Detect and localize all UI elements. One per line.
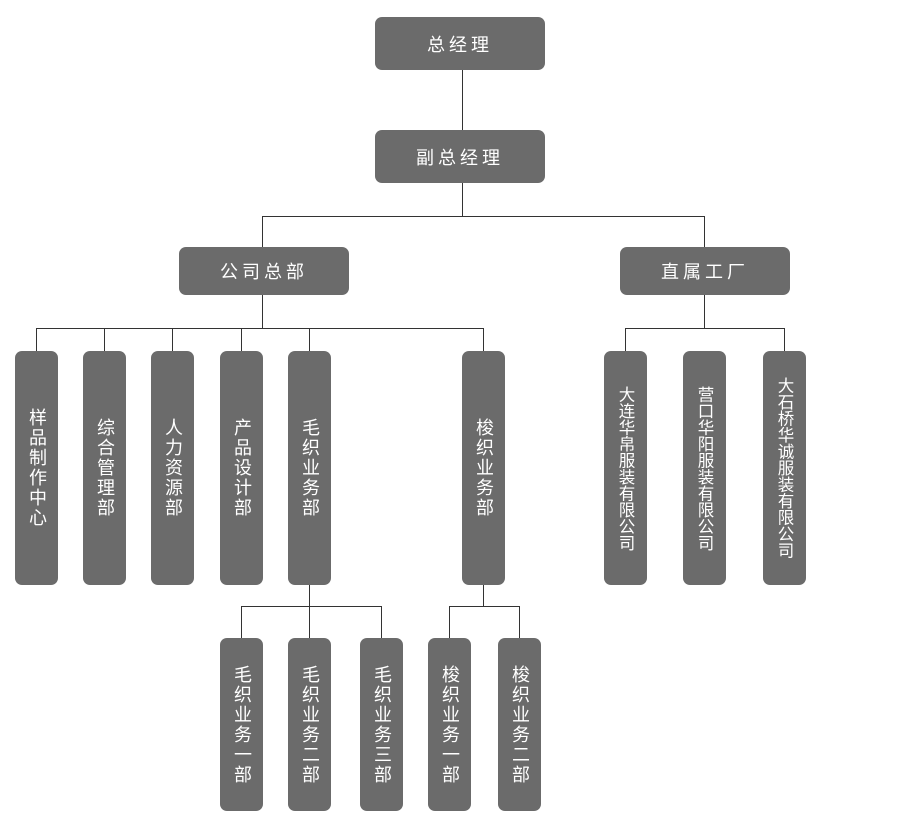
node-yingkou-huayang-company: 营口华阳服装有限公司 xyxy=(683,351,726,585)
node-company-headquarters: 公司总部 xyxy=(179,247,349,295)
node-deputy-general-manager: 副总经理 xyxy=(375,130,545,183)
node-wool-business-dept-2: 毛织业务二部 xyxy=(288,638,331,811)
node-wool-business-dept: 毛织业务部 xyxy=(288,351,331,585)
node-general-management-dept: 综合管理部 xyxy=(83,351,126,585)
node-dashiqiao-huacheng-company: 大石桥华诚服装有限公司 xyxy=(763,351,806,585)
node-human-resources-dept: 人力资源部 xyxy=(151,351,194,585)
node-direct-factories: 直属工厂 xyxy=(620,247,790,295)
node-woven-business-dept-2: 梭织业务二部 xyxy=(498,638,541,811)
node-dalian-huabo-company: 大连华帛服装有限公司 xyxy=(604,351,647,585)
node-woven-business-dept-1: 梭织业务一部 xyxy=(428,638,471,811)
node-general-manager: 总经理 xyxy=(375,17,545,70)
node-product-design-dept: 产品设计部 xyxy=(220,351,263,585)
node-wool-business-dept-1: 毛织业务一部 xyxy=(220,638,263,811)
node-sample-production-center: 样品制作中心 xyxy=(15,351,58,585)
node-wool-business-dept-3: 毛织业务三部 xyxy=(360,638,403,811)
node-woven-business-dept: 梭织业务部 xyxy=(462,351,505,585)
